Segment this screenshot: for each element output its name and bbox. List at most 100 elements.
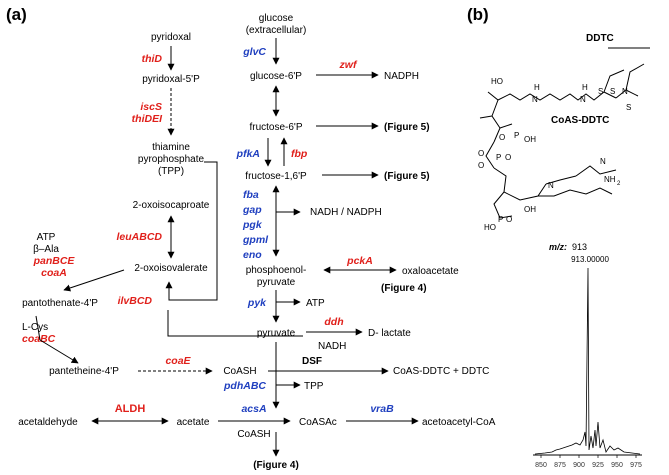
- metabolite-tpp-line3: (TPP): [158, 166, 184, 177]
- metabolite-pep-line1: phosphoenol-: [246, 265, 307, 276]
- enzyme-acsA: acsA: [241, 403, 266, 415]
- svg-text:H: H: [534, 83, 540, 92]
- metabolite-glucose: glucose: [259, 13, 294, 24]
- connector-pyruvate-oxoisovalerate: [167, 310, 303, 337]
- tick-label: 900: [573, 462, 585, 469]
- ref-figure4-bottom: (Figure 4): [253, 460, 299, 471]
- metabolite-oxoisovalerate: 2-oxoisovalerate: [134, 263, 208, 274]
- metabolite-acetaldehyde: acetaldehyde: [18, 417, 78, 428]
- svg-text:N: N: [600, 157, 606, 166]
- label-dsf: DSF: [302, 356, 322, 367]
- spectrum-trace: [534, 267, 641, 455]
- svg-text:N: N: [532, 95, 538, 104]
- metabolite-atp-center: ATP: [306, 298, 325, 309]
- svg-text:OH: OH: [524, 135, 536, 144]
- metabolite-pep-line2: pyruvate: [257, 277, 296, 288]
- metabolite-pantothenate: pantothenate-4'P: [22, 298, 98, 309]
- label-mz: m/z:: [549, 242, 567, 252]
- enzyme-thiDEI: thiDEI: [132, 113, 163, 125]
- metabolite-tpp-line2: pyrophosphate: [138, 154, 205, 165]
- enzyme-gap: gap: [242, 204, 262, 216]
- svg-text:O: O: [478, 161, 484, 170]
- peak-label: 913.00000: [571, 255, 609, 264]
- enzyme-fbp: fbp: [291, 148, 308, 160]
- value-mz: 913: [572, 242, 587, 252]
- metabolite-pyridoxal: pyridoxal: [151, 32, 191, 43]
- metabolite-fructose6p: fructose-6'P: [249, 122, 302, 133]
- metabolite-acetoacetyl-coa: acetoacetyl-CoA: [422, 417, 496, 428]
- svg-text:HO: HO: [491, 77, 503, 86]
- metabolite-nadh-nadph: NADH / NADPH: [310, 207, 382, 218]
- metabolite-acetate: acetate: [177, 417, 210, 428]
- enzyme-coaA: coaA: [41, 267, 67, 279]
- metabolite-nadh: NADH: [318, 341, 346, 352]
- enzyme-coaE: coaE: [165, 355, 191, 367]
- enzyme-ilvBCD: ilvBCD: [118, 295, 153, 307]
- svg-text:P: P: [496, 153, 501, 162]
- metabolite-dlactate: D- lactate: [368, 328, 411, 339]
- svg-text:N: N: [548, 181, 554, 190]
- panel-label-b: (b): [467, 5, 489, 24]
- mass-spectrum: 913.00000 850 875 900 925 950 975: [533, 255, 642, 469]
- metabolite-coas-ddtc-ddtc: CoAS-DDTC + DDTC: [393, 366, 489, 377]
- enzyme-pfkA: pfkA: [236, 148, 260, 160]
- metabolite-oxaloacetate: oxaloacetate: [402, 266, 459, 277]
- enzyme-leuABCD: leuABCD: [116, 231, 162, 243]
- metabolite-tpp-line1: thiamine: [152, 142, 190, 153]
- metabolite-fructose16p: fructose-1,6'P: [245, 171, 307, 182]
- metabolite-atp-left: ATP: [37, 232, 56, 243]
- enzyme-glvC: glvC: [242, 46, 266, 58]
- arrow-pantothenate-pantetheine: [35, 315, 79, 364]
- svg-text:P: P: [514, 131, 519, 140]
- svg-text:O: O: [499, 133, 505, 142]
- metabolite-pyridoxal5p: pyridoxal-5'P: [142, 74, 200, 85]
- svg-text:P: P: [498, 215, 503, 224]
- enzyme-fba: fba: [243, 189, 259, 201]
- enzyme-ALDH: ALDH: [115, 403, 146, 415]
- svg-text:N: N: [580, 95, 586, 104]
- svg-text:OH: OH: [524, 205, 536, 214]
- enzyme-pyk: pyk: [247, 297, 267, 309]
- metabolite-coasac: CoASAc: [299, 417, 337, 428]
- enzyme-gpml: gpml: [242, 234, 269, 246]
- metabolite-oxoisocaproate: 2-oxoisocaproate: [133, 200, 210, 211]
- metabolite-coash: CoASH: [223, 366, 256, 377]
- ref-figure5-a: (Figure 5): [384, 122, 430, 133]
- svg-text:O: O: [506, 215, 512, 224]
- metabolite-lcys: L-Cys: [22, 322, 48, 333]
- connector-tpp-oxoisovalerate: [165, 161, 218, 301]
- metabolite-tpp-cofactor: TPP: [304, 381, 324, 392]
- tick-label: 950: [611, 462, 623, 469]
- enzyme-ddh: ddh: [324, 316, 343, 328]
- label-coas-ddtc: CoAS-DDTC: [551, 115, 609, 126]
- spectrum-ticks: 850 875 900 925 950 975: [535, 455, 642, 469]
- metabolite-coash-cofactor: CoASH: [237, 429, 270, 440]
- metabolite-beta-ala: β–Ala: [33, 244, 59, 255]
- enzyme-panBCE: panBCE: [33, 255, 76, 267]
- ref-figure4-mid: (Figure 4): [381, 283, 427, 294]
- enzyme-iscS: iscS: [140, 101, 162, 113]
- svg-text:S: S: [598, 87, 603, 96]
- svg-text:H: H: [582, 83, 588, 92]
- enzyme-thiD: thiD: [142, 53, 163, 65]
- enzyme-zwf: zwf: [339, 59, 358, 71]
- label-ddtc: DDTC: [586, 33, 614, 44]
- metabolite-pantetheine: pantetheine-4'P: [49, 366, 119, 377]
- tick-label: 850: [535, 462, 547, 469]
- tick-label: 975: [630, 462, 642, 469]
- metabolite-nadph: NADPH: [384, 71, 419, 82]
- svg-text:S: S: [610, 87, 615, 96]
- enzyme-coaBC: coaBC: [22, 333, 56, 345]
- ref-figure5-b: (Figure 5): [384, 171, 430, 182]
- enzyme-pdhABC: pdhABC: [223, 380, 266, 392]
- svg-text:N: N: [622, 87, 628, 96]
- svg-text:S: S: [626, 103, 631, 112]
- enzyme-eno: eno: [243, 249, 262, 261]
- label-nh2-subscript: 2: [617, 181, 621, 187]
- svg-text:O: O: [505, 153, 511, 162]
- panel-label-a: (a): [6, 5, 27, 24]
- metabolite-glucose6p: glucose-6'P: [250, 71, 302, 82]
- enzyme-pgk: pgk: [242, 219, 263, 231]
- svg-text:O: O: [478, 149, 484, 158]
